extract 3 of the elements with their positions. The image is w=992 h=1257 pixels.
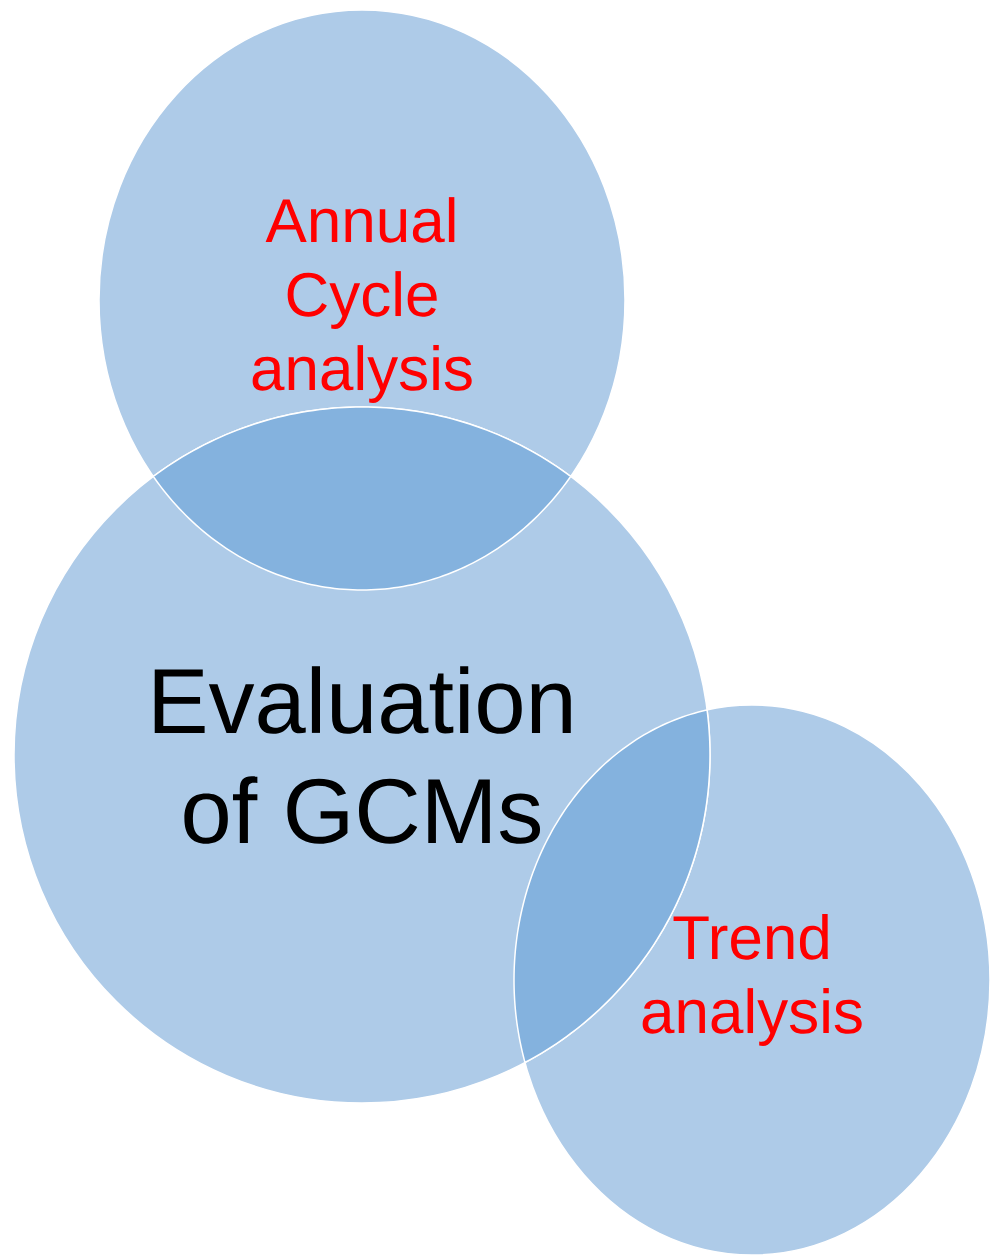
node-label: Annual Cycle analysis — [252, 197, 472, 403]
node-label: Evaluation of GCMs — [154, 666, 571, 844]
node-label: Trend analysis — [642, 914, 862, 1046]
